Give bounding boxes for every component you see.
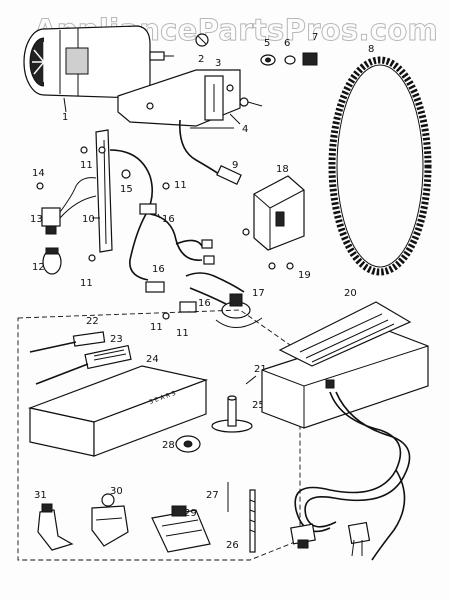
callout-28: 28 [162,440,175,451]
controller-cord-part [290,391,411,561]
callout-17: 17 [252,288,265,299]
long-screw-part [249,489,256,553]
callout-7: 7 [312,32,318,43]
callout-21: 21 [254,364,267,375]
callout-11e: 11 [176,328,189,339]
callout-9: 9 [232,160,238,171]
screw-part-14 [36,182,44,190]
bulb-part [42,247,62,275]
callout-20: 20 [344,288,357,299]
straight-foot-part [37,503,74,551]
callout-12: 12 [32,262,45,273]
screw-part [195,33,209,47]
callout-14: 14 [32,168,45,179]
bracket-part [117,69,241,127]
callout-30: 30 [110,486,123,497]
screw-part-11c [162,182,170,190]
callout-27: 27 [206,490,219,501]
callout-4: 4 [242,124,248,135]
motor-part [23,25,174,99]
bobbin-part [175,435,201,453]
callout-11d: 11 [150,322,163,333]
callout-1: 1 [62,112,68,123]
switch-part [215,293,263,328]
lamp-socket-part [41,177,97,235]
callout-22: 22 [86,316,99,327]
nut-part-7 [302,52,318,66]
accessory-box-part: SEARS [27,365,209,457]
callout-15: 15 [120,184,133,195]
buttonhole-foot-part [151,505,211,553]
washer-part-6 [284,55,296,65]
motor-cord-part [179,119,242,185]
wiring-harness-part [109,149,245,313]
callout-16b: 16 [152,264,165,275]
screw-part-11d [162,312,170,320]
screw-part-15 [121,169,131,179]
screw-part-4 [239,97,263,107]
callout-26: 26 [226,540,239,551]
callout-11b: 11 [80,278,93,289]
spool-pin-part [211,395,253,433]
callout-10: 10 [82,214,95,225]
callout-5: 5 [264,38,270,49]
terminal-block-part [242,175,305,251]
callout-6: 6 [284,38,290,49]
callout-11c: 11 [174,180,187,191]
callout-8: 8 [368,44,374,55]
small-screwdriver-part [29,331,106,353]
callout-25: 25 [252,400,265,411]
callout-18: 18 [276,164,289,175]
callout-31: 31 [34,490,47,501]
drive-belt-part [328,56,432,276]
callout-2: 2 [198,54,204,65]
callout-3: 3 [215,58,221,69]
callout-11a: 11 [80,160,93,171]
callout-24: 24 [146,354,159,365]
callout-19: 19 [298,270,311,281]
callout-23: 23 [110,334,123,345]
foot-controller-part [261,301,429,429]
callout-16c: 16 [198,298,211,309]
light-bracket-part [95,129,113,253]
screw-part-11b [88,254,96,262]
callout-29: 29 [184,508,197,519]
callout-13: 13 [30,214,43,225]
washer-part-5 [260,54,276,66]
screw-part-19 [268,262,294,270]
screw-part-11a [80,146,88,154]
zigzag-foot-part [91,493,129,547]
large-screwdriver-part [35,344,132,385]
callout-16a: 16 [162,214,175,225]
